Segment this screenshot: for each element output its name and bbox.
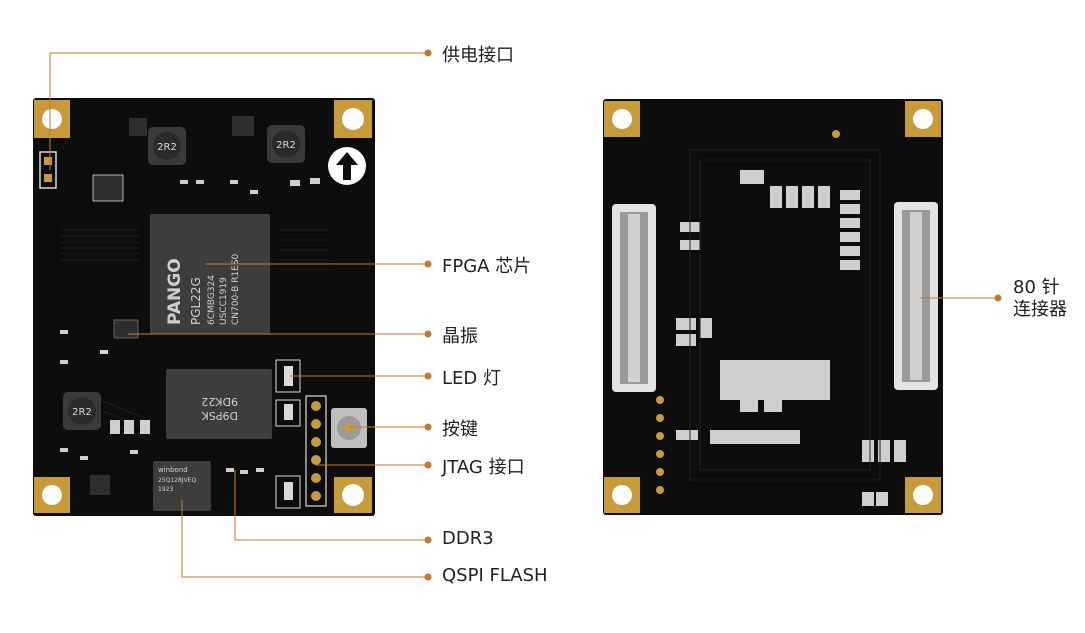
back-board [603,99,943,515]
label-fpga-chip: FPGA 芯片 [442,256,532,277]
fpga-part: PGL22G [189,277,203,325]
mounting-holes [34,100,372,513]
label-80pin-line2: 连接器 [1013,299,1067,320]
ic-small [90,475,110,495]
flash-brand: winbond [158,466,188,474]
ddr-marking-1: 9DK22 [201,395,238,408]
label-ddr3: DDR3 [442,528,494,549]
inductor-marking: 2R2 [72,407,92,418]
flash-date: 1923 [158,486,173,493]
ic-small [232,116,254,136]
front-board: 2R2 2R2 2R2 PANGO PGL22G 6CMBG324 [33,98,375,516]
connector-right [894,202,938,390]
inductor-marking: 2R2 [276,140,296,151]
inductor-marking: 2R2 [157,142,177,153]
ddr-marking-2: D9PSK [201,409,238,422]
arrow-up-icon [328,147,366,185]
label-jtag: JTAG 接口 [442,457,525,478]
ic-small [129,118,147,136]
fpga-chip: PANGO PGL22G 6CMBG324 USCC1919 CN700-B R… [150,214,270,334]
jtag-header [305,395,327,507]
fpga-package: 6CMBG324 [207,275,217,325]
qspi-flash-chip: winbond 25Q128JVEQ 1923 [153,461,211,511]
inductor-2: 2R2 [267,125,305,163]
flash-part: 25Q128JVEQ [158,477,196,484]
label-key: 按键 [442,419,478,440]
fpga-code: CN700-B R1ES0 [231,253,241,325]
label-led: LED 灯 [442,368,501,389]
label-crystal: 晶振 [442,326,478,347]
leader-lines [49,52,998,578]
inductor-3: 2R2 [63,392,101,430]
connector-left [612,204,656,392]
label-80pin-connector: 80 针 连接器 [1013,277,1067,321]
fpga-lot: USCC1919 [219,277,229,325]
push-button [331,408,367,448]
label-80pin-line1: 80 针 [1013,277,1060,298]
inductor-1: 2R2 [148,127,186,165]
crystal [113,319,139,339]
mounting-holes [604,101,941,513]
dip-switch [92,174,124,202]
power-connector [39,151,57,189]
label-qspi-flash: QSPI FLASH [442,565,548,586]
label-power-connector: 供电接口 [442,45,514,66]
fpga-brand: PANGO [165,258,185,325]
ddr3-chip: 9DK22 D9PSK [166,369,272,439]
leader-dots [424,49,1002,581]
